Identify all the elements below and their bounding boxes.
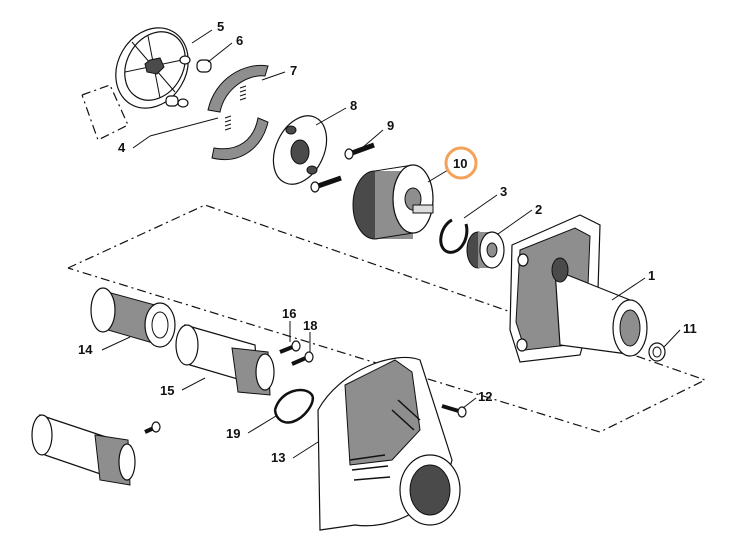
- callout-16: 16: [282, 306, 296, 321]
- clutch-drum: [352, 164, 434, 240]
- clutch-group-frame: [81, 84, 129, 141]
- ball-bearing: [466, 231, 505, 269]
- callout-4: 4: [118, 140, 126, 155]
- callout-6: 6: [236, 33, 243, 48]
- bushing-parts: [165, 55, 212, 108]
- tube-adapter: [175, 324, 275, 396]
- circlip: [439, 218, 469, 254]
- screw-12: [441, 404, 467, 418]
- washer: [648, 342, 666, 362]
- highlight-ring: [444, 146, 478, 180]
- callout-7: 7: [290, 63, 297, 78]
- callout-14: 14: [78, 342, 93, 357]
- callout-15: 15: [160, 383, 174, 398]
- callout-5: 5: [217, 19, 224, 34]
- leader-lines: [101, 29, 681, 459]
- callout-3: 3: [500, 184, 507, 199]
- callout-11: 11: [683, 321, 697, 336]
- callout-1: 1: [648, 268, 655, 283]
- callout-8: 8: [350, 98, 357, 113]
- screws-16-18: [279, 340, 314, 366]
- deflector-housing: [317, 356, 461, 531]
- tube-assembly: [31, 414, 161, 486]
- callout-10: 10: [453, 156, 467, 171]
- callout-18: 18: [303, 318, 317, 333]
- clutch-carrier-plate: [115, 27, 189, 109]
- callout-labels: 5 6 7 4 8 9 10 3 2 1 11 12 13 14 15 16 1…: [78, 19, 697, 465]
- retaining-clip: [273, 388, 315, 424]
- callout-13: 13: [271, 450, 285, 465]
- gear-housing: [509, 214, 648, 363]
- callout-12: 12: [478, 389, 492, 404]
- callout-2: 2: [535, 202, 542, 217]
- clutch-shoes: [207, 64, 269, 160]
- screws-9: [310, 142, 375, 193]
- sleeve-bushing: [90, 287, 176, 348]
- callout-9: 9: [387, 118, 394, 133]
- callout-19: 19: [226, 426, 240, 441]
- drive-plate: [272, 115, 328, 185]
